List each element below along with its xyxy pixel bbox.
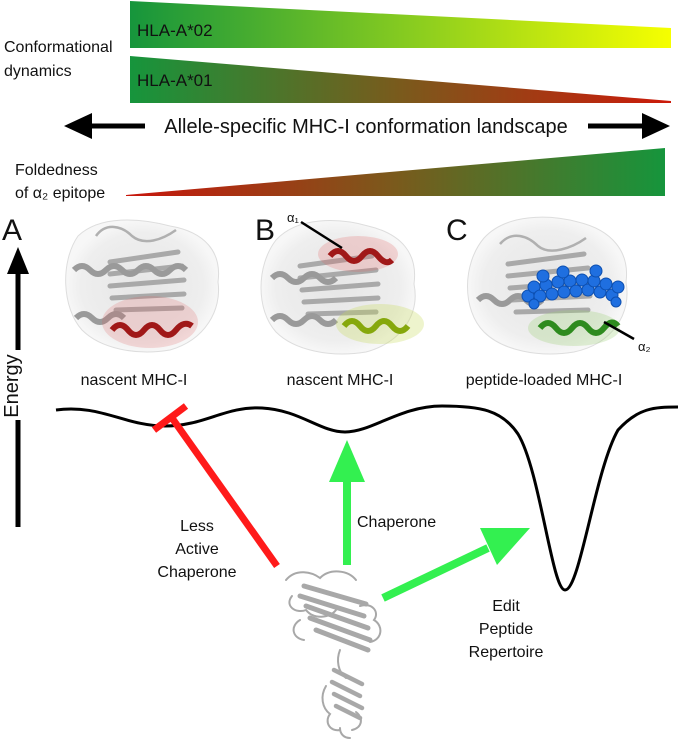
panel-c-caption: peptide-loaded MHC-I: [466, 372, 623, 389]
landscape-double-arrow: [64, 113, 670, 139]
panel-a-letter: A: [2, 214, 22, 247]
hla-a01-label: HLA-A*01: [137, 71, 213, 90]
edit-line3: Repertoire: [469, 644, 544, 661]
panel-a-caption: nascent MHC-I: [81, 372, 188, 389]
mhc-structure-b: [260, 220, 424, 355]
landscape-label: Allele-specific MHC-I conformation lands…: [164, 116, 568, 138]
chaperone-arrow: [329, 440, 365, 565]
alpha1-label: α₁: [287, 210, 300, 225]
dynamics-label-line1: Conformational: [4, 39, 113, 56]
chaperone-structure: [285, 570, 382, 739]
edit-peptide-arrow: [381, 528, 530, 602]
chaperone-label: Chaperone: [357, 514, 436, 531]
hla-a02-dynamics-wedge: [130, 1, 671, 48]
edit-line1: Edit: [492, 598, 520, 615]
foldedness-wedge: [126, 148, 665, 196]
panel-b-letter: B: [255, 214, 275, 247]
edit-line2: Peptide: [479, 621, 533, 638]
foldedness-label-line1: Foldedness: [15, 162, 98, 179]
dynamics-label-line2: dynamics: [4, 63, 72, 80]
panel-b-caption: nascent MHC-I: [287, 372, 394, 389]
less-active-line1: Less: [180, 518, 214, 535]
panel-c-letter: C: [446, 214, 468, 247]
alpha2-label: α₂: [638, 339, 651, 354]
energy-axis-label: Energy: [1, 354, 23, 417]
less-active-chaperone-arrow: [151, 403, 280, 569]
energy-landscape-curve: [55, 404, 678, 592]
mhc-structure-c: [467, 216, 635, 355]
less-active-line3: Chaperone: [157, 564, 236, 581]
mhc-structure-a: [65, 219, 220, 353]
foldedness-label-line2: of α₂ epitope: [15, 185, 105, 202]
less-active-line2: Active: [175, 541, 219, 558]
hla-a02-label: HLA-A*02: [137, 21, 213, 40]
hla-a01-dynamics-wedge: [130, 56, 671, 103]
